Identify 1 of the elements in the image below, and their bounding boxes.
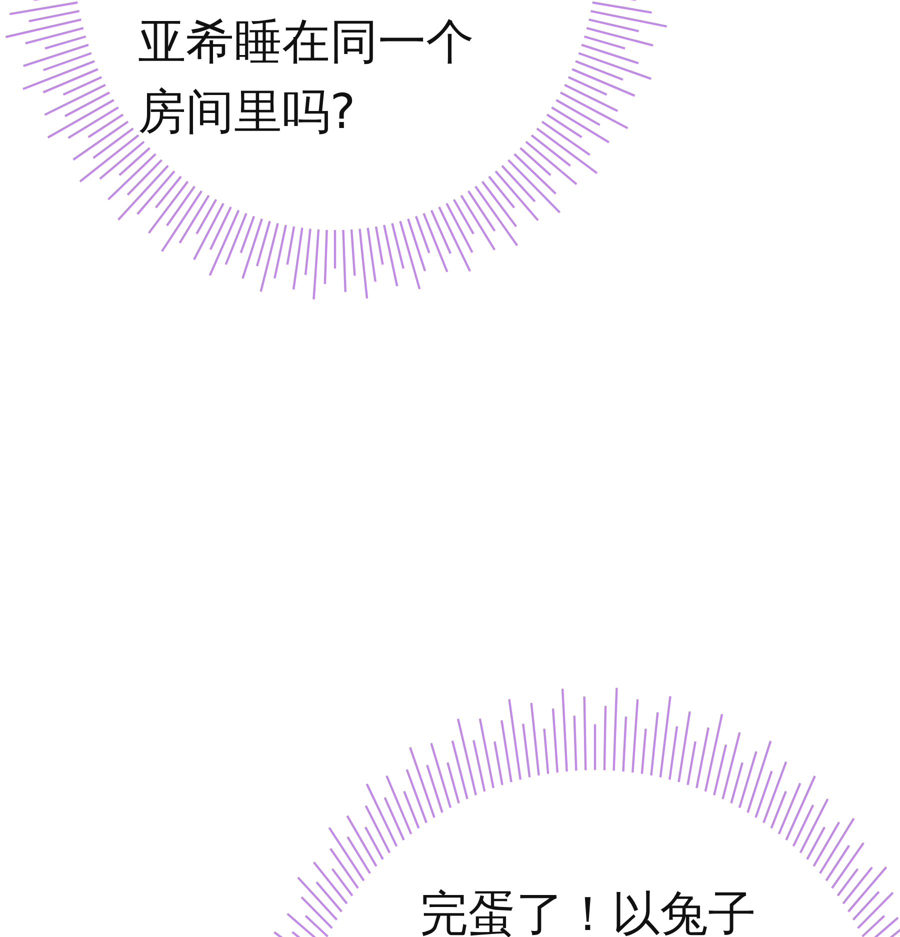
speech-text: 亚希睡在同一个房间里吗? xyxy=(138,13,475,142)
